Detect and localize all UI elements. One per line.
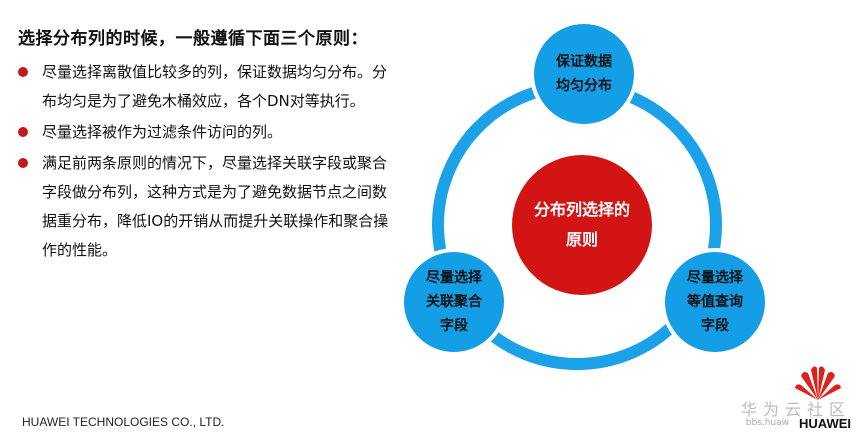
bullet-text: 尽量选择离散值比较多的列，保证数据均匀分布。分布均匀是为了避免木桶效应，各个DN…	[42, 63, 388, 110]
bullet-item: 满足前两条原则的情况下，尽量选择关联字段或聚合字段做分布列，这种方式是为了避免数…	[18, 149, 398, 265]
logo-area: 华为云社区 bbs.huaw HUAWEI	[731, 362, 851, 432]
brand-name: HUAWEI	[799, 416, 851, 431]
footer-company: HUAWEI TECHNOLOGIES CO., LTD.	[22, 415, 225, 429]
bullet-dot-icon	[18, 158, 28, 168]
watermark-url: bbs.huaw	[745, 418, 789, 428]
bullet-list: 尽量选择离散值比较多的列，保证数据均匀分布。分布均匀是为了避免木桶效应，各个DN…	[18, 58, 398, 267]
bullet-dot-icon	[18, 67, 28, 77]
watermark-text: 华为云社区	[740, 400, 851, 419]
node-label: 尽量选择等值查询字段	[687, 270, 743, 334]
principles-diagram: 分布列选择的原则 保证数据均匀分布 尽量选择关联聚合字段 尽量选择等值查询字段	[390, 20, 790, 370]
slide-title: 选择分布列的时候，一般遵循下面三个原则：	[18, 29, 368, 49]
node-right: 尽量选择等值查询字段	[661, 248, 769, 356]
center-label: 分布列选择的原则	[533, 200, 630, 249]
bullet-item: 尽量选择离散值比较多的列，保证数据均匀分布。分布均匀是为了避免木桶效应，各个DN…	[18, 58, 398, 116]
bullet-text: 尽量选择被作为过滤条件访问的列。	[42, 123, 283, 141]
node-label: 尽量选择关联聚合字段	[426, 270, 482, 334]
node-label: 保证数据均匀分布	[556, 54, 612, 94]
node-left: 尽量选择关联聚合字段	[400, 248, 508, 356]
huawei-logo-icon	[795, 366, 841, 400]
bullet-text: 满足前两条原则的情况下，尽量选择关联字段或聚合字段做分布列，这种方式是为了避免数…	[42, 154, 389, 259]
bullet-dot-icon	[18, 127, 28, 137]
node-top: 保证数据均匀分布	[530, 20, 638, 128]
center-circle: 分布列选择的原则	[512, 155, 652, 295]
bullet-item: 尽量选择被作为过滤条件访问的列。	[18, 118, 398, 147]
